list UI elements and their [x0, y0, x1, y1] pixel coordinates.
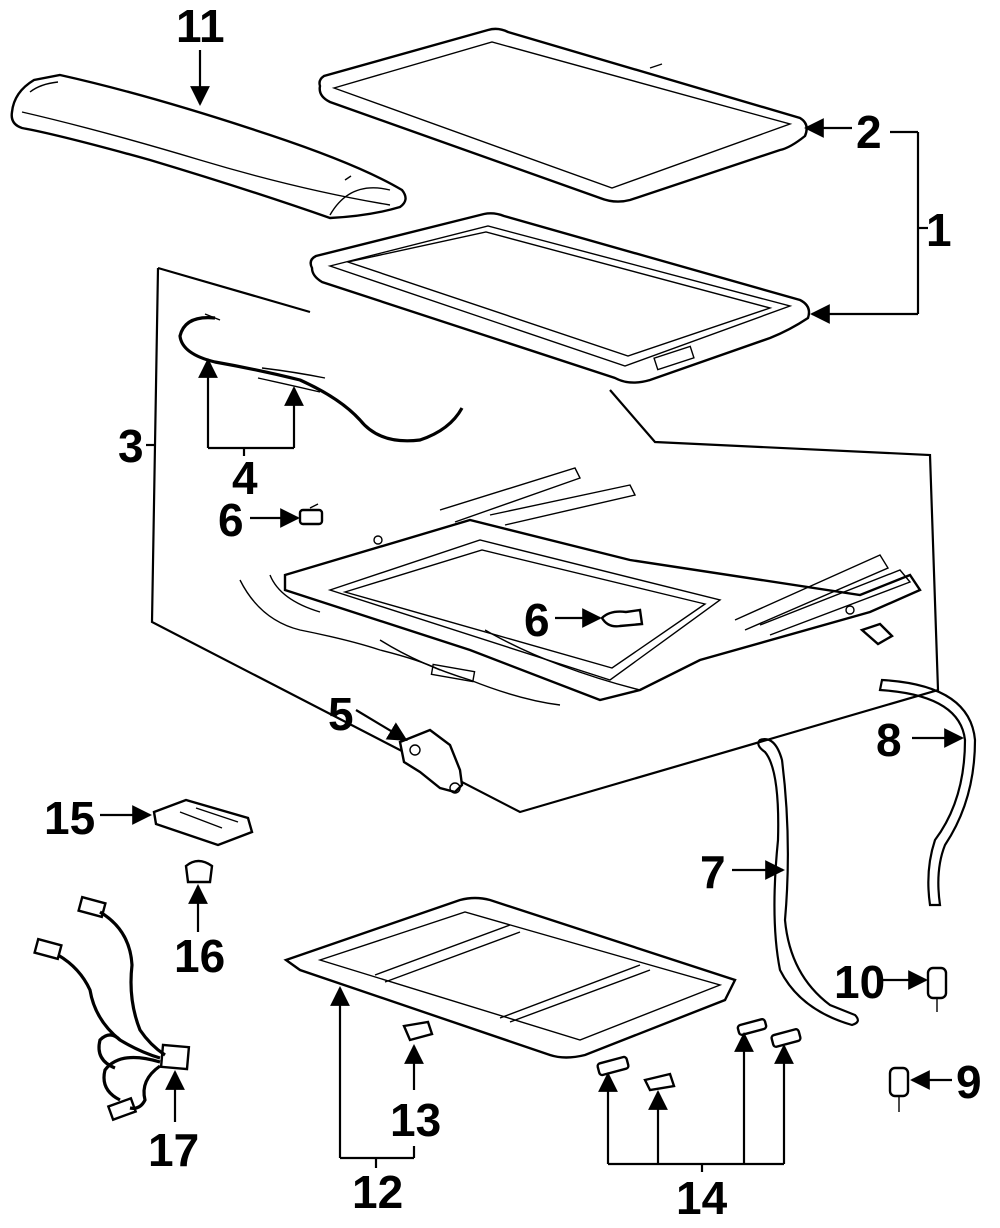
callout-10: 10	[834, 956, 885, 1008]
callout-16: 16	[174, 930, 225, 982]
callout-12: 12	[352, 1166, 403, 1218]
drain-valve-part	[926, 966, 948, 1012]
leader-5	[355, 709, 408, 742]
drain-hose-front-part	[878, 678, 977, 907]
drain-check-valve-part	[888, 1066, 910, 1112]
callout-6-lower: 6	[524, 594, 550, 646]
glass-panel-part	[318, 27, 808, 203]
sunroof-frame-part	[309, 212, 811, 384]
group-bracket-1	[810, 130, 928, 324]
guide-parts	[596, 1018, 802, 1092]
sunshade-clip-part	[402, 1020, 434, 1042]
sunroof-motor-part	[398, 728, 464, 794]
leader-4	[198, 358, 304, 456]
leader-12	[330, 986, 416, 1168]
callout-17: 17	[148, 1124, 199, 1176]
callout-3: 3	[118, 420, 144, 472]
callout-9: 9	[956, 1056, 982, 1108]
callout-7: 7	[700, 846, 726, 898]
sunroof-assembly-box	[146, 266, 940, 814]
sunshade-part	[283, 896, 737, 1059]
clip-part-upper	[298, 503, 324, 526]
drain-hose-rear-part	[757, 738, 859, 1027]
callout-15: 15	[44, 792, 95, 844]
callout-1: 1	[926, 204, 952, 256]
leader-14	[598, 1032, 794, 1172]
sunroof-switch-part	[152, 798, 254, 847]
callout-11: 11	[176, 0, 225, 52]
drive-cable-part	[178, 313, 464, 443]
callout-4: 4	[232, 452, 258, 504]
callout-2: 2	[856, 106, 882, 158]
callout-8: 8	[876, 714, 902, 766]
retainer-part	[184, 859, 214, 884]
wind-deflector-part	[10, 73, 407, 220]
callout-13: 13	[390, 1094, 441, 1146]
sunroof-mechanism-frame	[239, 467, 922, 706]
clip-part-lower	[600, 608, 644, 628]
callout-5: 5	[328, 688, 354, 740]
callout-6-upper: 6	[218, 494, 244, 546]
wiring-harness-part	[33, 895, 191, 1122]
callout-14: 14	[676, 1172, 728, 1224]
